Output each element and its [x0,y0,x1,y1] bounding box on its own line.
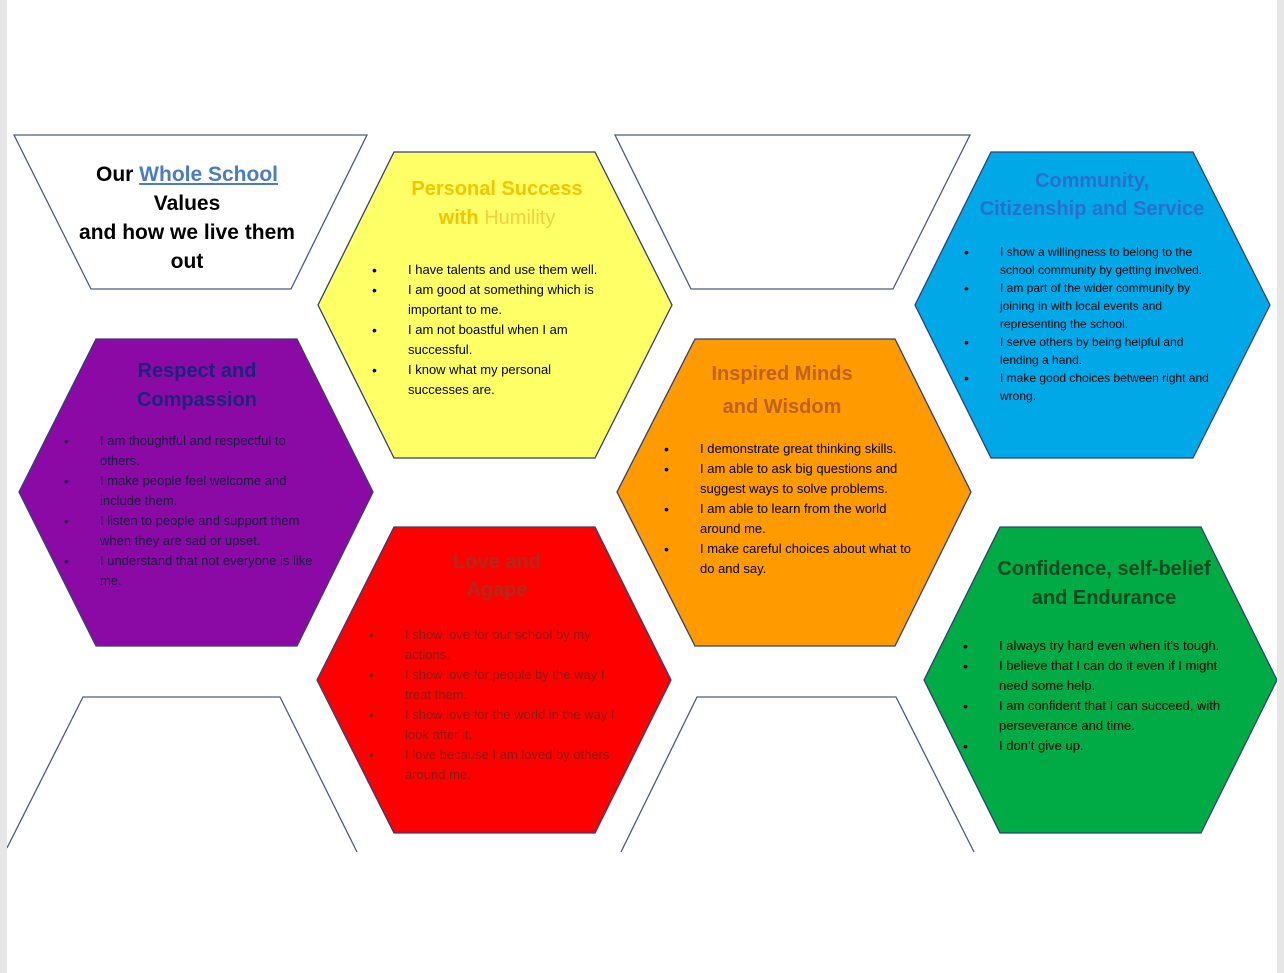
value-title-line-1: Respect and [137,360,257,382]
value-title-line-2: Agape [466,579,528,601]
document-page: Our Whole School Values and how we live … [7,0,1277,973]
value-point: I am confident that I can succeed, with … [963,696,1231,736]
value-point: I make good choices between right and wr… [964,369,1217,405]
value-title-line-2: Compassion [136,389,258,411]
value-point: I show love for the world in the way I l… [369,705,620,745]
value-point: I love because I am loved by others arou… [369,745,620,785]
value-community: Community, Citizenship and Service [967,167,1217,223]
empty-hexagon-top-left [12,134,369,290]
value-point: I know what my personal successes are. [372,360,613,400]
value-love: Love and Agape [383,548,611,604]
value-title-line-1: Personal Success [411,178,583,200]
value-point: I am thoughtful and respectful to others… [64,431,325,471]
value-point: I am part of the wider community by join… [964,279,1217,333]
empty-hexagon-bottom-left [7,696,358,853]
intro-line-2: Values [153,192,221,215]
value-point: I show love for people by the way I trea… [369,665,620,705]
value-title: Community, Citizenship and Service [967,167,1217,223]
value-personal-success: Personal Success with Humility [383,175,611,233]
value-points-community: I show a willingness to belong to the sc… [964,243,1217,405]
value-point: I am able to learn from the world around… [664,499,912,539]
value-point: I am able to ask big questions and sugge… [664,459,912,499]
value-points-respect: I am thoughtful and respectful to others… [64,431,325,591]
value-points-inspired: I demonstrate great thinking skills. I a… [664,439,912,579]
value-point: I show love for our school by my actions… [369,625,620,665]
value-title-line-2: and Endurance [1031,587,1177,609]
value-point: I understand that not everyone is like m… [64,551,325,591]
value-point: I make people feel welcome and include t… [64,471,325,511]
value-inspired: Inspired Minds and Wisdom [667,358,897,424]
intro-heading: Our Whole School Values and how we live … [67,160,307,276]
value-title: Respect and Compassion [82,357,312,415]
value-title-line-1: Love and [453,551,541,573]
value-title: Love and Agape [383,548,611,604]
value-title-line-2: with [438,207,479,229]
value-point: I am not boastful when I am successful. [372,320,613,360]
value-points-personal-success: I have talents and use them well. I am g… [372,260,613,400]
value-point: I demonstrate great thinking skills. [664,439,912,459]
value-point: I make careful choices about what to do … [664,539,912,579]
intro-prefix: Our [95,163,134,186]
value-title: Inspired Minds and Wisdom [667,358,897,424]
value-point: I don’t give up. [963,736,1231,756]
value-title: Personal Success with Humility [383,175,611,233]
value-confidence: Confidence, self-belief and Endurance [979,555,1229,613]
value-title: Confidence, self-belief and Endurance [979,555,1229,613]
value-points-confidence: I always try hard even when it’s tough. … [963,636,1231,756]
intro-line-3: and how we live them [79,221,295,244]
value-point: I serve others by being helpful and lend… [964,333,1217,369]
value-point: I am good at something which is importan… [372,280,613,320]
value-point: I listen to people and support them when… [64,511,325,551]
intro-line-4: out [170,250,204,273]
value-respect: Respect and Compassion [82,357,312,415]
value-point: I show a willingness to belong to the sc… [964,243,1217,279]
empty-hexagon-top-middle [613,134,972,290]
value-title-accent: Humility [484,207,556,229]
value-point: I believe that I can do it even if I mig… [963,656,1231,696]
value-point: I have talents and use them well. [372,260,613,280]
value-title-line-1: Confidence, self-belief [997,558,1211,580]
whole-school-link[interactable]: Whole School [139,163,278,186]
value-points-love: I show love for our school by my actions… [369,625,620,785]
value-point: I always try hard even when it’s tough. [963,636,1231,656]
value-title-line-2: Citizenship and Service [979,198,1205,220]
empty-hexagon-bottom-middle [620,696,975,853]
value-title-line-2: and Wisdom [722,396,842,418]
value-title-line-1: Community, [1034,170,1150,192]
value-title-line-1: Inspired Minds [711,363,853,385]
